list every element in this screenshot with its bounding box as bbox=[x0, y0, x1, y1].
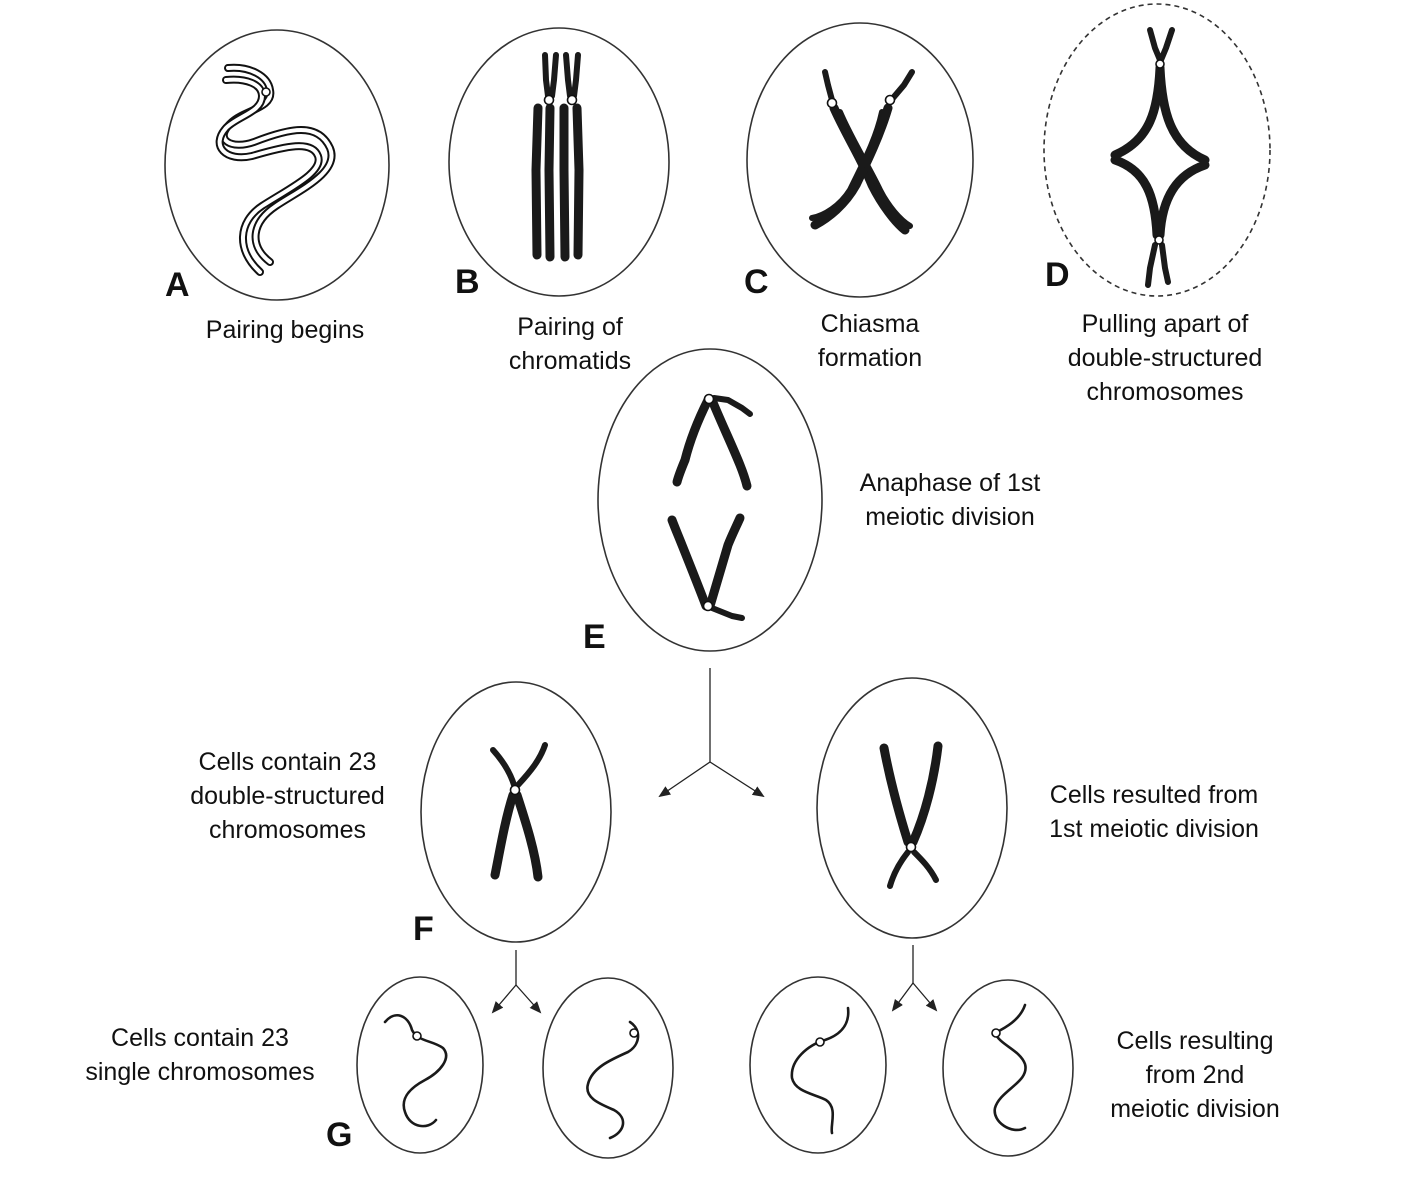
label-e: E bbox=[583, 618, 606, 656]
cell-g-4-membrane bbox=[942, 979, 1074, 1157]
cell-g-2-membrane bbox=[542, 977, 674, 1159]
cell-g-3-centromere bbox=[815, 1037, 825, 1047]
cell-e-anaphase-chromosomes bbox=[667, 393, 753, 621]
caption-a: Pairing begins bbox=[205, 316, 365, 344]
cell-e-membrane bbox=[597, 348, 823, 652]
cell-a-membrane bbox=[164, 29, 390, 301]
cell-f-left-chromosome bbox=[490, 742, 548, 882]
arrows-f-left-to-g bbox=[491, 950, 542, 1014]
arrows-f-right-to-g bbox=[891, 945, 938, 1012]
cell-b bbox=[448, 27, 670, 297]
cell-g-2-centromere bbox=[629, 1028, 639, 1038]
caption-f: Cells contain 23 double-structured chrom… bbox=[190, 748, 385, 844]
cell-g-3 bbox=[749, 976, 887, 1154]
cell-f-left-centromere bbox=[509, 784, 521, 796]
cell-c-membrane bbox=[746, 22, 974, 298]
cell-g-1-membrane bbox=[356, 976, 484, 1154]
cell-d-membrane bbox=[1043, 3, 1271, 297]
cell-d-centromere-top bbox=[1155, 59, 1165, 69]
cell-g-3-membrane bbox=[749, 976, 887, 1154]
label-d: D bbox=[1045, 256, 1070, 294]
caption-b: Pairing of chromatids bbox=[508, 313, 632, 375]
caption-f-right: Cells resulted from 1st meiotic division bbox=[1049, 781, 1259, 843]
cell-c-chiasma bbox=[809, 69, 915, 235]
cell-g-1-chromosome bbox=[383, 1014, 448, 1128]
cell-e-centromere-bottom bbox=[702, 600, 714, 612]
cell-c bbox=[746, 22, 974, 298]
cell-b-paired-chromatids bbox=[531, 52, 584, 262]
cell-g-2 bbox=[542, 977, 674, 1159]
cell-b-centromere-left bbox=[543, 94, 555, 106]
label-b: B bbox=[455, 263, 480, 301]
cell-d-double-chromosomes bbox=[1110, 27, 1210, 288]
cell-a-centromere bbox=[261, 87, 271, 97]
cell-c-centromere-left bbox=[826, 97, 838, 109]
cell-g-1-centromere bbox=[412, 1031, 422, 1041]
caption-d: Pulling apart of double-structured chrom… bbox=[1067, 310, 1263, 406]
caption-c: Chiasma formation bbox=[817, 310, 923, 372]
cell-b-membrane bbox=[448, 27, 670, 297]
cell-g-4-centromere bbox=[991, 1028, 1001, 1038]
caption-g-right: Cells resulting from 2nd meiotic divisio… bbox=[1110, 1027, 1280, 1123]
cell-a-paired-chromosomes bbox=[215, 63, 336, 276]
label-g: G bbox=[326, 1116, 353, 1154]
cell-f-left-membrane bbox=[420, 681, 612, 943]
cell-g-1 bbox=[356, 976, 484, 1154]
cell-g-4 bbox=[942, 979, 1074, 1157]
caption-e: Anaphase of 1st meiotic division bbox=[859, 469, 1041, 531]
cell-d-centromere-bottom bbox=[1154, 235, 1164, 245]
label-a: A bbox=[165, 266, 190, 304]
label-f: F bbox=[413, 910, 434, 948]
cell-g-3-chromosome bbox=[790, 1006, 850, 1135]
cell-f-right-chromosome bbox=[879, 741, 943, 889]
caption-g: Cells contain 23 single chromosomes bbox=[85, 1024, 315, 1086]
cell-d bbox=[1043, 3, 1271, 297]
cell-g-4-chromosome bbox=[993, 1003, 1027, 1132]
cell-g-2-chromosome bbox=[586, 1020, 640, 1140]
cell-e bbox=[597, 348, 823, 652]
cell-b-centromere-right bbox=[566, 94, 578, 106]
cell-c-centromere-right bbox=[884, 94, 896, 106]
cell-f-right-membrane bbox=[816, 677, 1008, 939]
cell-e-centromere-top bbox=[703, 393, 715, 405]
cell-a bbox=[164, 29, 390, 301]
cell-f-right bbox=[816, 677, 1008, 939]
cell-f-left bbox=[420, 681, 612, 943]
cell-f-right-centromere bbox=[905, 841, 917, 853]
label-c: C bbox=[744, 263, 769, 301]
arrows-e-to-f bbox=[658, 668, 765, 798]
